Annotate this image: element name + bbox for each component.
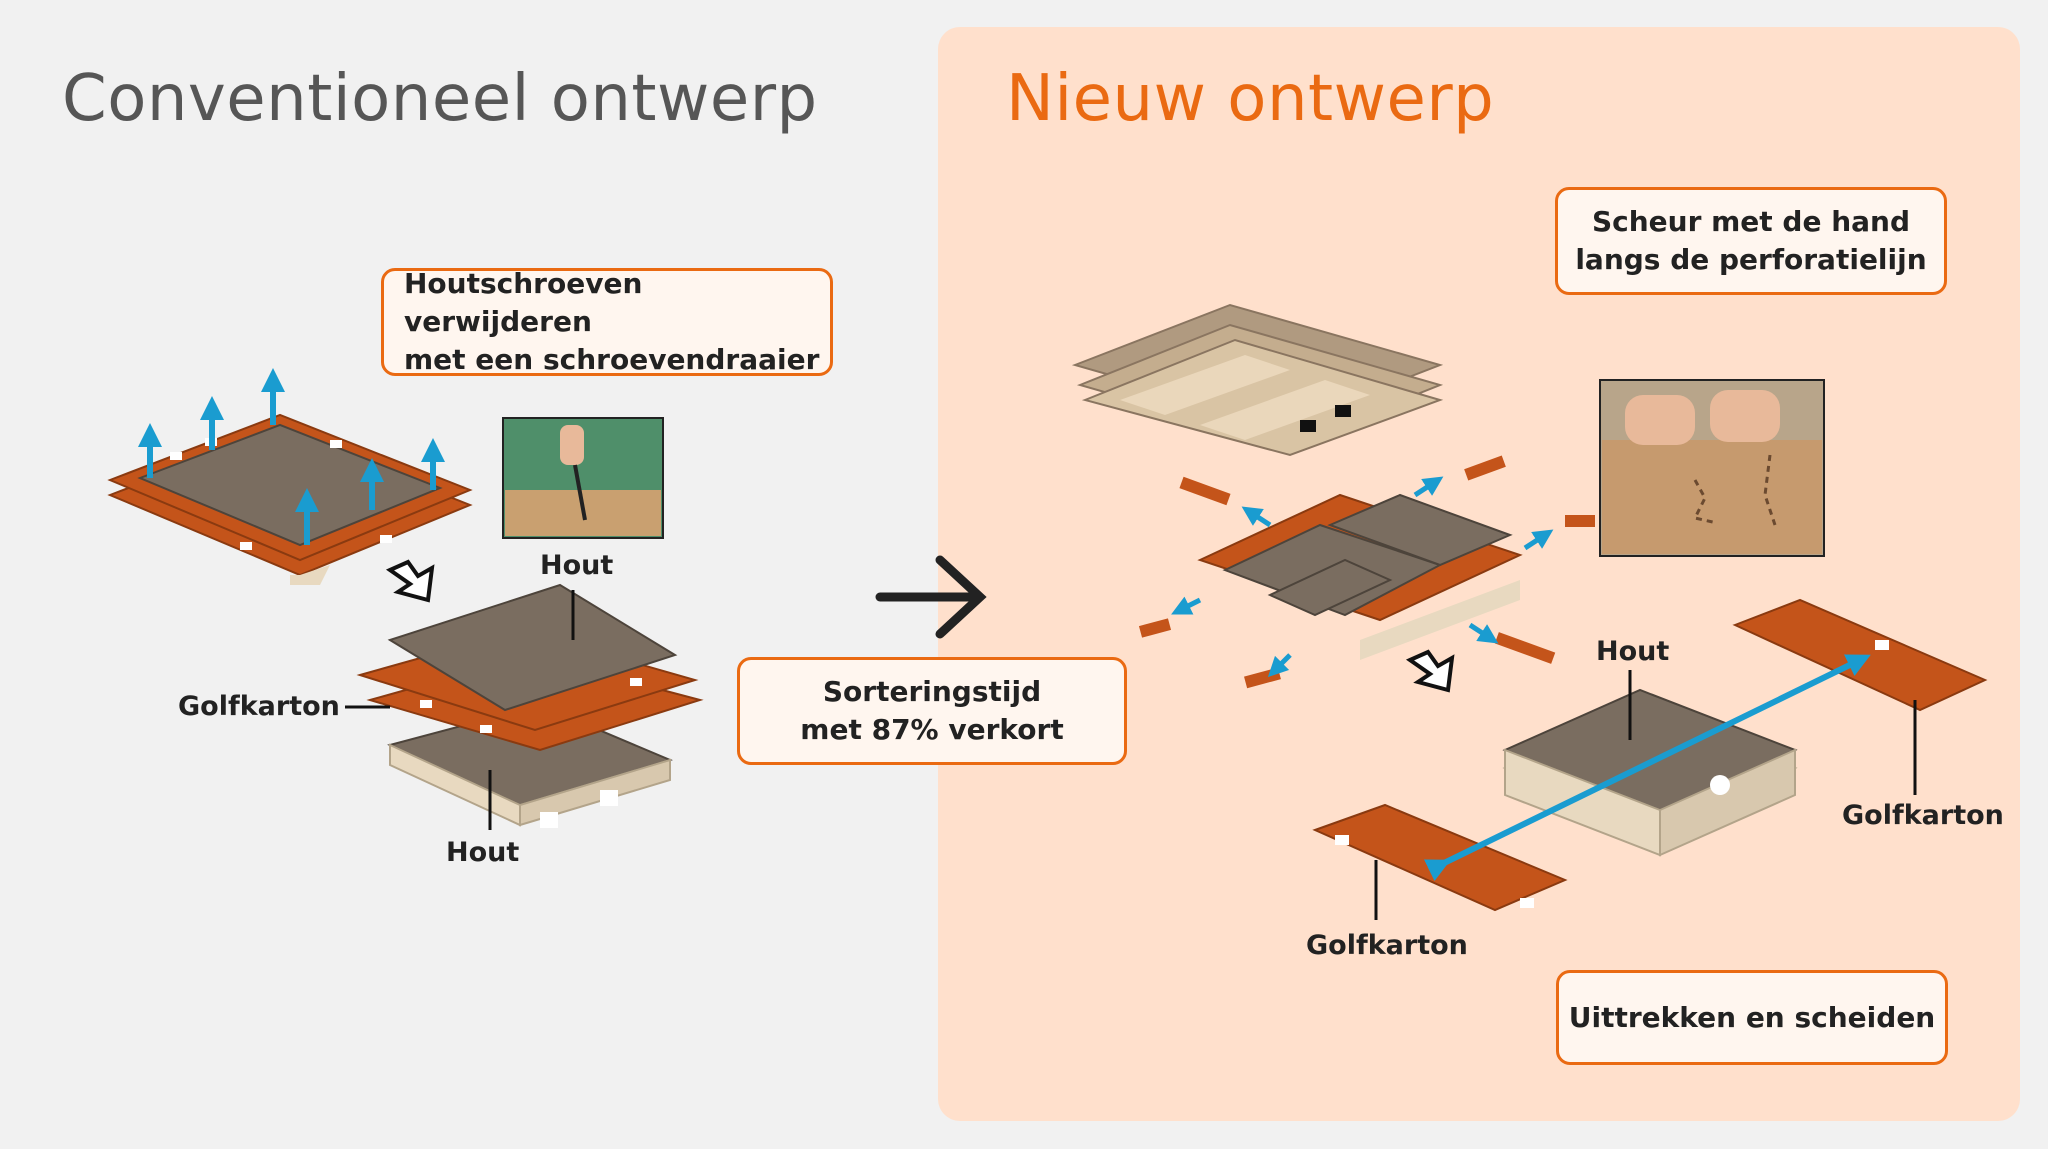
tearing-photo [1599, 379, 1825, 557]
label-golfkarton-new-right: Golfkarton [1842, 800, 2004, 831]
down-arrow-icon [385, 559, 435, 603]
down-arrow-icon [1405, 649, 1455, 693]
tear-callout-line2: langs de perforatielijn [1575, 243, 1927, 276]
leader-lines-right [1374, 670, 1917, 920]
screw-removal-callout: Houtschroeven verwijderen met een schroe… [381, 267, 833, 376]
tear-callout: Scheur met de hand langs de perforatieli… [1555, 187, 1947, 295]
pull-apart-arrows [1171, 476, 1554, 678]
screwdriver-photo [502, 417, 664, 539]
conventional-design-title: Conventioneel ontwerp [62, 62, 818, 136]
assembled-pallet-illustration [107, 413, 473, 585]
tear-callout-line1: Scheur met de hand [1591, 205, 1911, 238]
screw-removal-callout-line2: met een schroevendraaier [404, 343, 820, 376]
label-golfkarton-new-left: Golfkarton [1306, 930, 1468, 961]
separation-arrow [1423, 654, 1871, 882]
sorting-time-callout-line2: met 87% verkort [800, 713, 1064, 746]
pull-apart-callout: Uittrekken en scheiden [1556, 970, 1948, 1065]
sorting-time-callout: Sorteringstijd met 87% verkort [737, 657, 1127, 765]
exploded-pallet-stack [356, 583, 704, 828]
screw-removal-arrows [138, 368, 445, 545]
leader-lines-left [345, 590, 575, 830]
label-hout-top: Hout [540, 550, 614, 581]
label-hout-new: Hout [1596, 636, 1670, 667]
stacked-pallets-photo [1071, 303, 1444, 457]
label-golfkarton-left: Golfkarton [178, 691, 340, 722]
label-hout-bottom: Hout [446, 837, 520, 868]
new-design-title: Nieuw ontwerp [1006, 62, 1495, 136]
screw-removal-callout-line1: Houtschroeven verwijderen [404, 267, 643, 338]
pull-apart-callout-text: Uittrekken en scheiden [1568, 1000, 1936, 1034]
right-arrow-icon [875, 555, 987, 639]
exploded-new-design-illustration [1138, 455, 1595, 689]
sorting-time-callout-line1: Sorteringstijd [822, 675, 1042, 708]
